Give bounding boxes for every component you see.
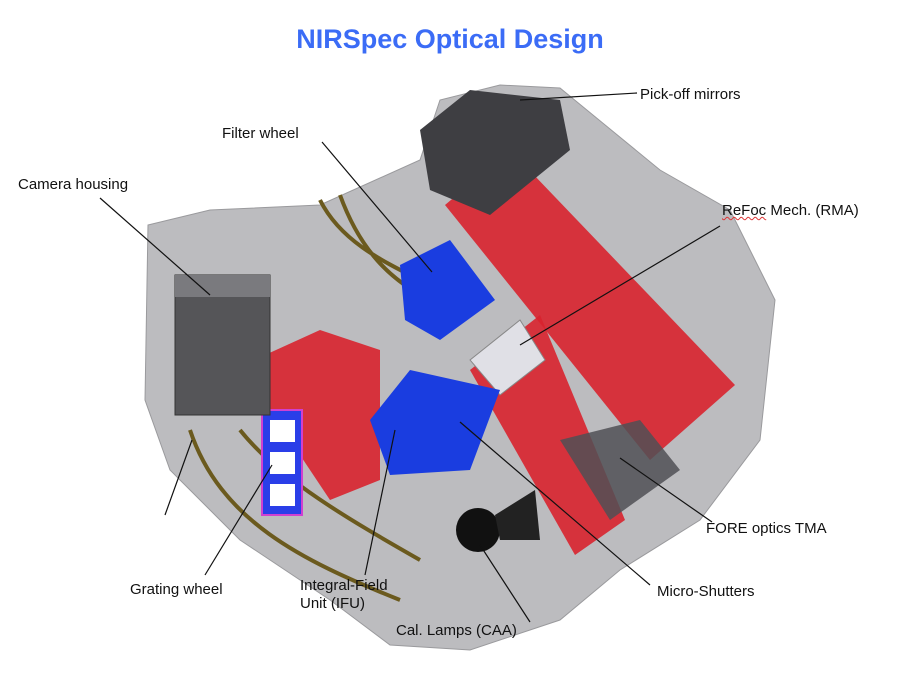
pickoff-mirror-assembly xyxy=(420,90,570,215)
leader-lines xyxy=(99,92,721,623)
label-grating-wheel: Grating wheel xyxy=(130,581,223,598)
label-refoc-word: ReFoc xyxy=(722,202,767,219)
label-refoc-rest: Mech. (RMA) xyxy=(766,202,859,219)
label-micro-shutters: Micro-Shutters xyxy=(657,583,755,600)
ifu-unit xyxy=(370,370,500,475)
label-filter-wheel: Filter wheel xyxy=(222,125,299,142)
fore-tma-housing xyxy=(560,420,680,520)
label-refoc-mech: ReFoc Mech. (RMA) xyxy=(722,202,859,220)
label-fore-optics: FORE optics TMA xyxy=(706,520,827,537)
diagram-title: NIRSpec Optical Design xyxy=(296,24,604,54)
label-ifu-line1: Integral-Field xyxy=(300,577,388,594)
camera-housing xyxy=(174,274,271,416)
label-cal-lamps: Cal. Lamps (CAA) xyxy=(396,622,517,639)
label-ifu-line2: Unit (IFU) xyxy=(300,595,365,612)
fore-optics-beam xyxy=(445,150,735,460)
camera-beam xyxy=(265,330,380,500)
cable-harness xyxy=(188,194,431,602)
cal-lamps xyxy=(456,508,500,552)
label-camera-housing: Camera housing xyxy=(18,176,129,193)
filter-wheel xyxy=(400,240,495,340)
label-pickoff-mirrors: Pick-off mirrors xyxy=(640,86,741,103)
refoc-mirror xyxy=(469,319,546,396)
